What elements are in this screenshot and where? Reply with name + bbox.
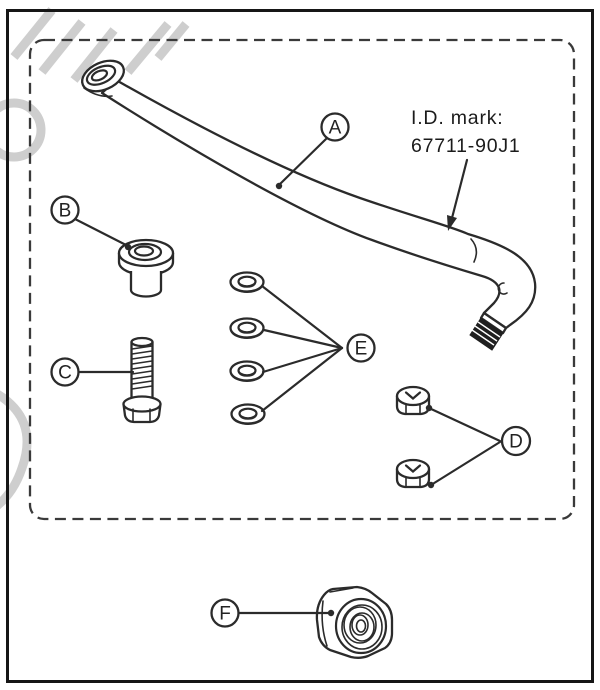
part-label-c: C xyxy=(50,357,135,387)
bolt-threads xyxy=(131,345,153,390)
washer xyxy=(229,360,265,382)
svg-text:A: A xyxy=(329,118,342,139)
part-label-b: B xyxy=(50,195,132,251)
part-a-bar xyxy=(81,59,537,351)
leader-dot xyxy=(327,609,335,617)
part-e-washers xyxy=(229,271,266,425)
leader-dot xyxy=(124,243,132,251)
id-mark-arrowhead-icon xyxy=(447,215,457,231)
kit-boundary-dashed-box xyxy=(28,38,576,521)
part-f-nut xyxy=(315,585,394,659)
washer xyxy=(230,403,266,425)
leader-dot xyxy=(275,182,283,190)
part-c-bolt xyxy=(122,336,162,424)
id-mark-arrow-line xyxy=(450,158,469,220)
id-mark-annotation: I.D. mark: 67711-90J1 xyxy=(411,107,521,231)
lock-nut xyxy=(395,385,431,416)
nut-threads xyxy=(341,604,383,650)
part-d-lock-nuts xyxy=(395,385,431,489)
part-label-a: A xyxy=(275,112,350,190)
svg-text:C: C xyxy=(58,363,72,384)
svg-text:D: D xyxy=(509,432,523,453)
id-mark-label: I.D. mark: xyxy=(411,107,504,129)
part-label-d: D xyxy=(425,404,532,489)
part-label-f: F xyxy=(210,598,335,628)
leader-dot xyxy=(427,481,435,489)
leader-dot xyxy=(425,404,433,412)
svg-text:F: F xyxy=(219,604,231,625)
part-label-e: E xyxy=(260,284,376,413)
washer xyxy=(229,271,265,293)
washer xyxy=(229,317,265,339)
svg-text:E: E xyxy=(355,339,368,360)
page-border xyxy=(6,9,594,683)
part-b-bushing xyxy=(117,238,175,298)
svg-text:B: B xyxy=(59,201,72,222)
id-mark-value: 67711-90J1 xyxy=(411,135,521,157)
lock-nut xyxy=(395,458,431,489)
